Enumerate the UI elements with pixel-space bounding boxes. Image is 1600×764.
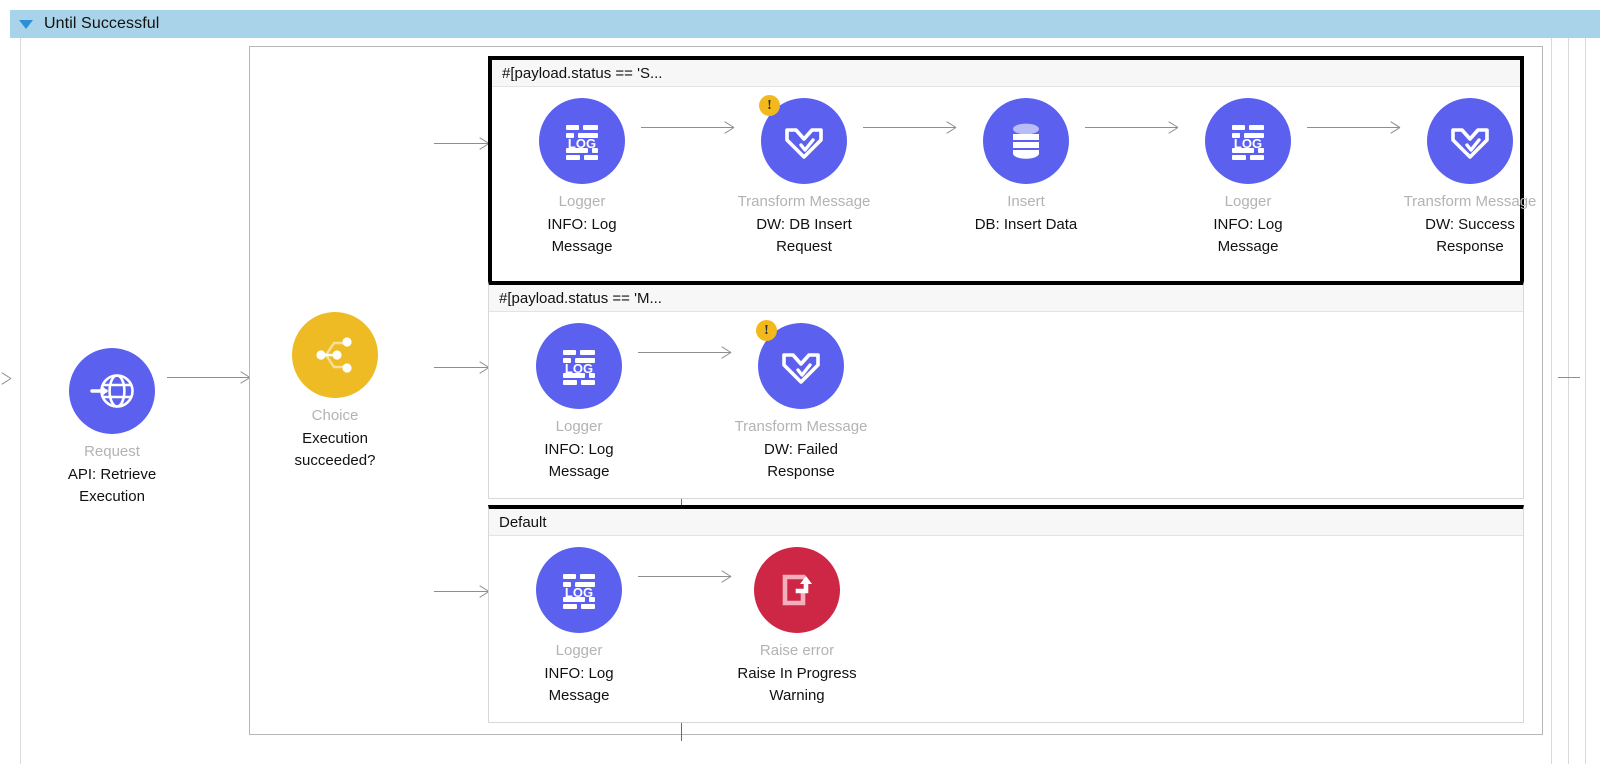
logger-node-circle[interactable]: LOG — [1205, 98, 1291, 184]
branch-condition-text: #[payload.status == 'S... — [502, 64, 663, 82]
node-name-label: DW: Success Response — [1425, 216, 1515, 255]
node-type-label: Transform Message — [1403, 193, 1537, 210]
connector-2-3 — [863, 122, 955, 134]
node-name-label: INFO: Log Message — [547, 216, 617, 255]
globe-request-icon — [90, 374, 134, 408]
node-name-label: INFO: Log Message — [544, 665, 614, 704]
transform-node-circle[interactable] — [1427, 98, 1513, 184]
branch-condition-text: #[payload.status == 'M... — [499, 289, 662, 307]
node-type-label: Logger — [1224, 193, 1272, 210]
node-name-label: Execution succeeded? — [294, 430, 376, 469]
node-request[interactable]: Request API: Retrieve Execution — [37, 348, 187, 508]
branch-default[interactable]: Default LOG Log — [488, 505, 1524, 723]
transform-message-icon — [785, 128, 823, 159]
branch-when-success[interactable]: #[payload.status == 'S... LOG — [488, 56, 1536, 292]
node-type-label: Choice — [311, 407, 359, 424]
logger-node-circle[interactable]: LOG — [539, 98, 625, 184]
node-type-label: Logger — [555, 418, 603, 435]
node-type-label: Transform Message — [734, 418, 868, 435]
node-type-label: Insert — [1007, 193, 1045, 210]
logger-node-circle[interactable]: LOG — [536, 323, 622, 409]
transform-message-icon — [1451, 128, 1489, 159]
flow-exit-connector — [1558, 377, 1580, 378]
connector-4-5 — [1307, 122, 1399, 134]
raise-error-node-circle[interactable] — [754, 547, 840, 633]
raise-error-icon — [782, 574, 812, 606]
node-transform-message[interactable]: Transform Message DW: Success Response — [1395, 98, 1545, 258]
svg-text:LOG: LOG — [565, 361, 593, 376]
connector-branch-1 — [434, 138, 488, 150]
flow-rail-left — [20, 38, 21, 764]
node-name-label: DW: DB Insert Request — [756, 216, 852, 255]
node-logger[interactable]: LOG Logger INFO: Log Message — [1173, 98, 1323, 258]
connector-branch-2 — [434, 362, 488, 374]
triangle-down-icon[interactable] — [19, 19, 33, 29]
connector-3-4 — [1085, 122, 1177, 134]
logger-node-circle[interactable]: LOG — [536, 547, 622, 633]
node-name-label: API: Retrieve Execution — [67, 466, 157, 505]
node-name-label: INFO: Log Message — [1213, 216, 1283, 255]
node-logger[interactable]: LOG Logger INFO: Log Message — [504, 547, 654, 707]
logger-icon: LOG — [563, 350, 595, 385]
flow-entry-arrowhead — [0, 372, 12, 384]
flow-canvas: Request API: Retrieve Execution — [0, 38, 1600, 764]
insert-node-circle[interactable] — [983, 98, 1069, 184]
choice-node-circle[interactable] — [292, 312, 378, 398]
svg-text:LOG: LOG — [568, 136, 596, 151]
node-type-label: Logger — [555, 642, 603, 659]
database-insert-icon — [1013, 123, 1039, 159]
node-name-label: INFO: Log Message — [544, 441, 614, 480]
request-node-circle[interactable] — [69, 348, 155, 434]
transform-message-icon — [782, 353, 820, 384]
node-choice[interactable]: Choice Execution succeeded? — [260, 312, 410, 472]
branch-condition-text: Default — [499, 513, 547, 531]
node-raise-error[interactable]: Raise error Raise In Progress Warning — [722, 547, 872, 707]
connector-1-2 — [638, 571, 730, 583]
logger-icon: LOG — [1232, 125, 1264, 160]
node-name-label: DW: Failed Response — [764, 441, 838, 480]
warning-badge-icon[interactable]: ! — [756, 320, 777, 341]
node-logger[interactable]: LOG Logger INFO: Log Message — [507, 98, 657, 258]
node-type-label: Raise error — [759, 642, 835, 659]
node-database-insert[interactable]: Insert DB: Insert Data — [951, 98, 1101, 236]
until-successful-scope-header[interactable]: Until Successful — [10, 10, 1600, 38]
connector-1-2 — [638, 347, 730, 359]
flow-rail-right-2 — [1568, 38, 1569, 764]
node-logger[interactable]: LOG Logger INFO: Log Message — [504, 323, 654, 483]
svg-text:LOG: LOG — [1234, 136, 1262, 151]
node-transform-message[interactable]: ! Transform Message DW: DB Insert Reques… — [729, 95, 879, 258]
branch-header[interactable]: #[payload.status == 'S... — [492, 60, 1520, 87]
flow-rail-right-1 — [1551, 38, 1552, 764]
node-type-label: Request — [84, 443, 140, 460]
connector-1-2 — [641, 122, 733, 134]
connector-request-to-choice — [167, 372, 249, 384]
transform-node-circle[interactable]: ! — [759, 95, 847, 184]
branch-header[interactable]: #[payload.status == 'M... — [489, 285, 1523, 312]
node-name-label: Raise In Progress Warning — [737, 665, 857, 704]
connector-branch-3 — [434, 586, 488, 598]
node-name-label: DB: Insert Data — [974, 216, 1078, 233]
transform-node-circle[interactable]: ! — [756, 320, 844, 409]
node-transform-message[interactable]: ! Transform Message DW: Failed Response — [726, 320, 876, 483]
node-type-label: Logger — [558, 193, 606, 210]
branch-when-inprogress[interactable]: #[payload.status == 'M... LOG — [488, 281, 1524, 499]
branch-header[interactable]: Default — [489, 509, 1523, 536]
svg-text:LOG: LOG — [565, 585, 593, 600]
warning-badge-icon[interactable]: ! — [759, 95, 780, 116]
logger-icon: LOG — [563, 574, 595, 609]
choice-branch-icon — [316, 337, 352, 373]
scope-title: Until Successful — [44, 15, 160, 32]
node-type-label: Transform Message — [737, 193, 871, 210]
logger-icon: LOG — [566, 125, 598, 160]
flow-rail-right-3 — [1585, 38, 1586, 764]
